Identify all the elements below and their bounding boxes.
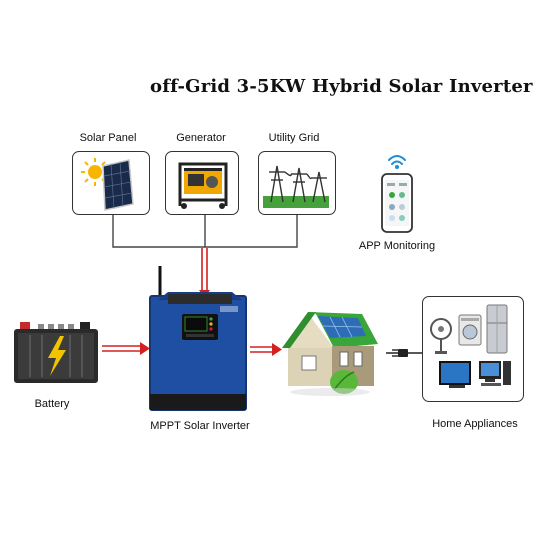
diagram-title: off-Grid 3-5KW Hybrid Solar Inverter — [150, 76, 533, 97]
utility-grid-box — [258, 151, 336, 215]
battery-arrow — [102, 342, 150, 355]
inverter-icon — [149, 266, 247, 411]
battery-label: Battery — [34, 398, 70, 410]
house-icon — [282, 312, 378, 396]
solar-panel-icon — [81, 158, 134, 211]
app-phone-icon — [381, 155, 413, 233]
utility-grid-label: Utility Grid — [268, 132, 320, 144]
appliances-box — [422, 296, 524, 402]
battery-icon — [14, 322, 98, 383]
generator-icon — [178, 162, 228, 209]
app-monitoring-label: APP Monitoring — [358, 240, 436, 252]
generator-label: Generator — [176, 132, 226, 144]
power-tower-icon — [263, 165, 329, 208]
generator-box — [165, 151, 239, 215]
home-appliances-label: Home Appliances — [432, 418, 518, 430]
plug-cable-icon — [386, 349, 424, 357]
appliances-icon — [430, 304, 511, 388]
solar-panel-box — [72, 151, 150, 215]
solar-panel-label: Solar Panel — [79, 132, 137, 144]
inverter-label: MPPT Solar Inverter — [150, 420, 250, 432]
inverter-to-house-arrow — [250, 343, 282, 356]
